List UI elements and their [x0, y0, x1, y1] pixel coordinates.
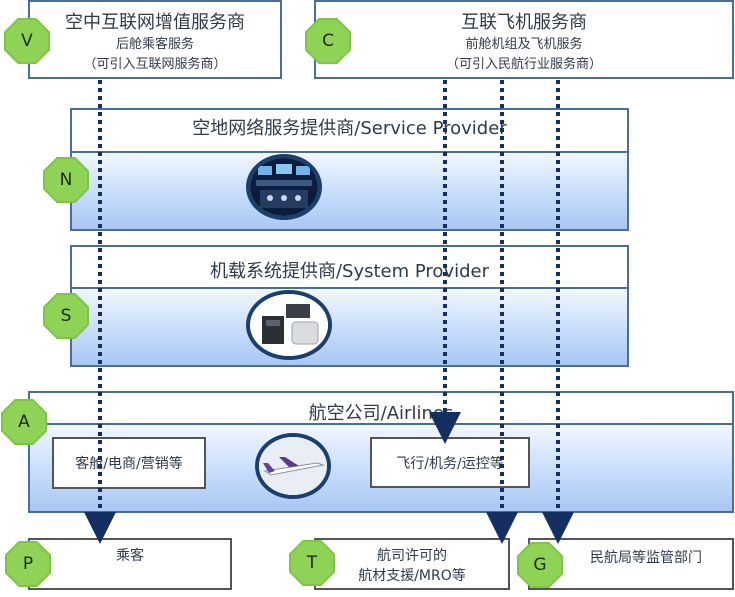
s-band	[70, 287, 629, 367]
airliner-photo	[255, 433, 331, 499]
badge-t: T	[289, 540, 335, 586]
badge-a: A	[1, 399, 47, 445]
badge-s: S	[43, 293, 89, 339]
n-title-box: 空地网络服务提供商/Service Provider	[70, 108, 629, 152]
t-line2: 航材支援/MRO等	[358, 568, 466, 584]
c-line1: 前舱机组及飞机服务	[465, 37, 583, 52]
c-line2: （可引入民航行业服务商）	[445, 57, 602, 72]
v-box: 空中互联网增值服务商 后舱乘客服务 （可引入互联网服务商）	[28, 0, 282, 79]
cabin-services-box: 客舱/电商/营销等	[52, 437, 206, 489]
badge-n: N	[43, 157, 89, 203]
badge-g: G	[517, 542, 563, 588]
c-box: 互联飞机服务商 前舱机组及飞机服务 （可引入民航行业服务商）	[314, 0, 734, 79]
c-title: 互联飞机服务商	[461, 12, 587, 33]
v-line2: （可引入互联网服务商）	[83, 57, 227, 72]
t-box: 航司许可的 航材支援/MRO等	[314, 538, 510, 590]
badge-p: P	[5, 541, 51, 587]
p-box: 乘客	[28, 538, 232, 590]
n-title: 空地网络服务提供商/Service Provider	[192, 118, 507, 139]
v-title: 空中互联网增值服务商	[65, 12, 245, 33]
network-operations-center-photo	[246, 154, 322, 220]
badge-v: V	[4, 18, 50, 64]
a-title-box: 航空公司/Airlines	[28, 391, 734, 424]
g-label: 民航局等监管部门	[590, 550, 702, 566]
p-label: 乘客	[116, 548, 144, 564]
avionics-hardware-photo	[246, 290, 332, 360]
badge-c: C	[305, 18, 351, 64]
g-box: 民航局等监管部门	[528, 538, 734, 590]
flight-ops-box: 飞行/机务/运控等	[370, 437, 530, 488]
v-line1: 后舱乘客服务	[115, 37, 194, 52]
s-title: 机载系统提供商/System Provider	[209, 261, 490, 282]
n-band	[70, 151, 629, 231]
t-line1: 航司许可的	[377, 548, 447, 564]
s-title-box: 机载系统提供商/System Provider	[70, 245, 629, 288]
a-title: 航空公司/Airlines	[308, 403, 454, 424]
